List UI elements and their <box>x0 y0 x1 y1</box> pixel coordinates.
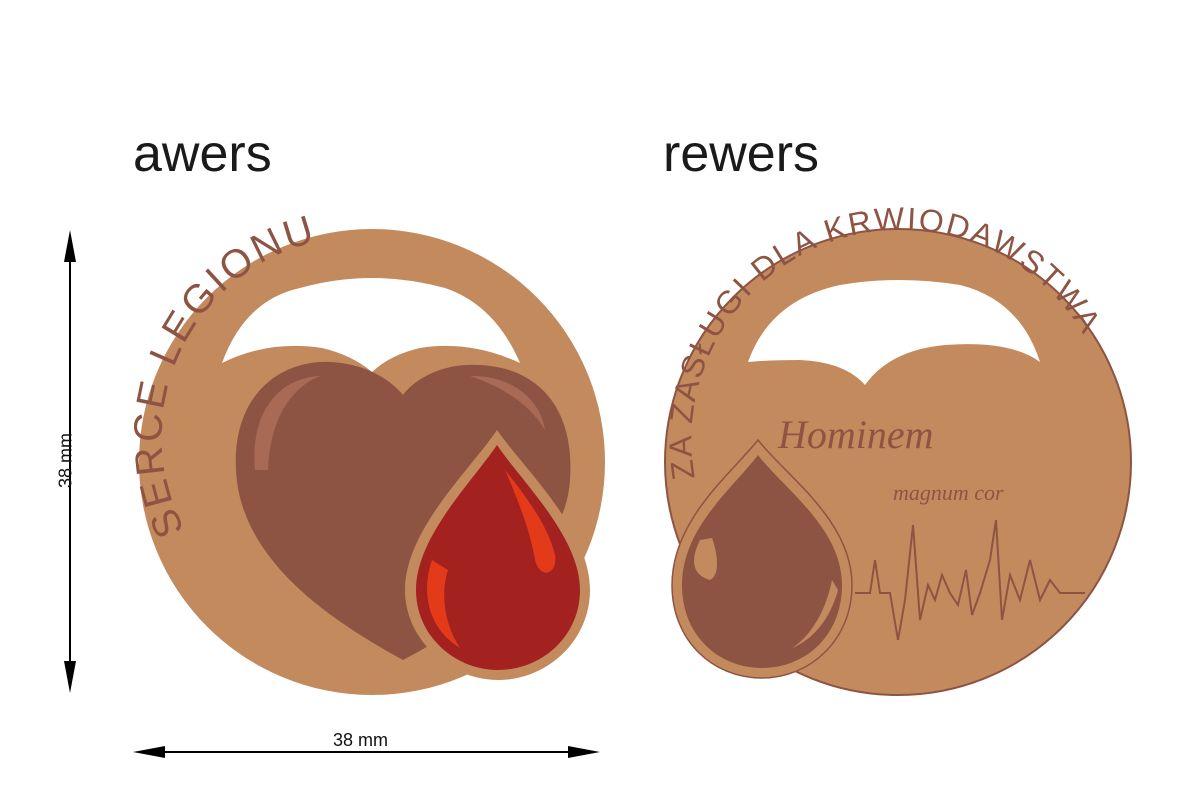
back-cutout <box>748 280 1040 385</box>
back-medal: ZA ZASŁUGI DLA KRWIODAWSTWA Hominem magn… <box>662 200 1132 696</box>
front-drop-highlight-top <box>505 470 556 573</box>
front-drop <box>416 445 580 670</box>
back-heartbeat-line <box>855 519 1085 641</box>
height-dimension-label: 38 mm <box>55 433 76 489</box>
back-drop-highlight-left <box>694 538 717 580</box>
back-drop <box>682 455 842 668</box>
height-dimension <box>64 230 76 693</box>
front-heart-shine-right <box>470 375 545 430</box>
front-cutout <box>222 278 520 372</box>
back-motto-line2: magnum cor <box>893 480 1004 505</box>
back-drop-highlight-right <box>792 580 838 648</box>
back-motto-line1: Hominem <box>777 412 934 457</box>
front-drop-highlight-left <box>427 560 460 648</box>
back-heart-bulge <box>748 347 1040 400</box>
width-dimension-label: 38 mm <box>333 730 389 750</box>
front-heart-shine-left <box>254 376 320 470</box>
width-dimension <box>133 746 600 758</box>
front-title: awers <box>133 125 272 183</box>
back-title: rewers <box>663 125 820 183</box>
front-medal: SERCE LEGIONU <box>126 207 605 695</box>
